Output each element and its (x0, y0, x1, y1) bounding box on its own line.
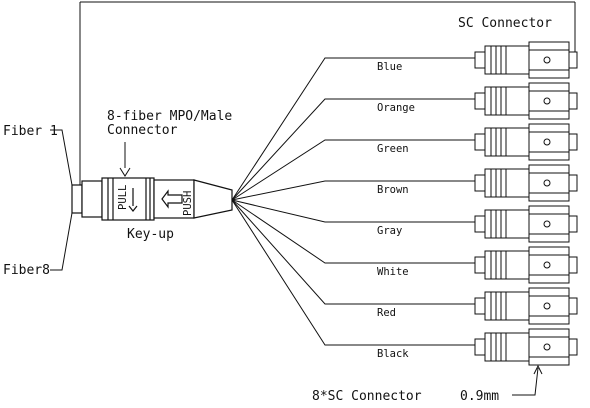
key-up-label: Key-up (127, 227, 174, 242)
mpo-title-line1: 8-fiber MPO/Male (107, 109, 232, 124)
sc-connector (474, 328, 578, 366)
fiber-line (231, 139, 475, 201)
fiber-white: White (231, 199, 578, 284)
bottom-sc-label: 8*SC Connector (312, 389, 422, 404)
push-label: PUSH (182, 191, 194, 216)
fiber-color-label: White (377, 266, 409, 278)
fiber-color-label: Gray (377, 225, 402, 237)
fiber-line (231, 57, 475, 201)
pull-label: PULL (117, 185, 129, 210)
mpo-boot (193, 179, 233, 219)
mpo-title-line2: Connector (107, 123, 178, 138)
fiber-color-label: Red (377, 307, 396, 319)
fiber-color-label: Brown (377, 184, 409, 196)
bottom-fiber-label: 0.9mm (460, 389, 499, 404)
sc-connector (474, 82, 578, 120)
fiber-black: Black (231, 199, 578, 366)
fiber-line (231, 98, 475, 201)
fiber-line (231, 199, 475, 305)
sc-connector (474, 123, 578, 161)
fiber-gray: Gray (231, 199, 578, 243)
fiber-color-label: Orange (377, 102, 415, 114)
push-arrow-icon (161, 189, 183, 209)
fiber-8-label: Fiber8 (3, 263, 50, 278)
sc-connector-label: SC Connector (458, 16, 552, 31)
fiber-color-label: Blue (377, 61, 402, 73)
fiber-line (231, 199, 475, 346)
sc-connector (474, 287, 578, 325)
fiber-red: Red (231, 199, 578, 325)
fiber-line (231, 199, 475, 264)
sc-connector (474, 246, 578, 284)
sc-connector (474, 164, 578, 202)
fiber-green: Green (231, 123, 578, 201)
leader-lines (50, 129, 543, 396)
sc-connector (474, 41, 578, 79)
sc-connector (474, 205, 578, 243)
fiber-brown: Brown (231, 164, 578, 202)
fiber-blue: Blue (231, 41, 578, 201)
fiber-orange: Orange (231, 82, 578, 201)
fiber-color-label: Black (377, 348, 409, 360)
fiber-line (231, 180, 475, 201)
fiber-line (231, 199, 475, 223)
fiber-color-label: Green (377, 143, 409, 155)
mpo-connector (71, 177, 233, 221)
fiber-1-label: Fiber 1 (3, 124, 58, 139)
